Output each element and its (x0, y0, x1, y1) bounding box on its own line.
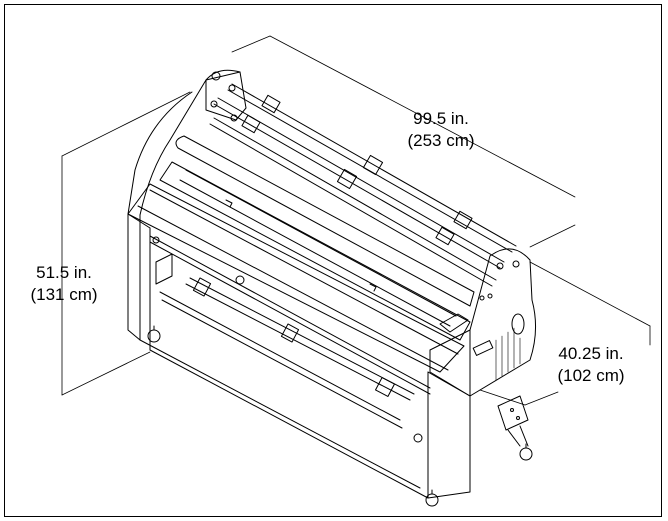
main-roll-assembly (127, 135, 475, 373)
height-imperial: 51.5 in. (36, 263, 92, 282)
casters (147, 325, 533, 507)
dimension-lines (61, 35, 651, 406)
figure-border (4, 4, 662, 517)
width-dimension-label: 99.5 in. (253 cm) (386, 108, 496, 152)
left-end-frame (127, 69, 247, 341)
width-metric: (253 cm) (407, 131, 475, 150)
outfeed-stand (497, 395, 529, 447)
width-imperial: 99.5 in. (413, 109, 469, 128)
lower-frame (139, 227, 471, 499)
supply-rollers (209, 83, 517, 287)
depth-imperial: 40.25 in. (558, 344, 624, 363)
right-control-housing (429, 248, 536, 397)
height-dimension-label: 51.5 in. (131 cm) (14, 262, 114, 306)
depth-dimension-label: 40.25 in. (102 cm) (534, 343, 648, 387)
depth-metric: (102 cm) (557, 366, 625, 385)
height-metric: (131 cm) (30, 285, 98, 304)
